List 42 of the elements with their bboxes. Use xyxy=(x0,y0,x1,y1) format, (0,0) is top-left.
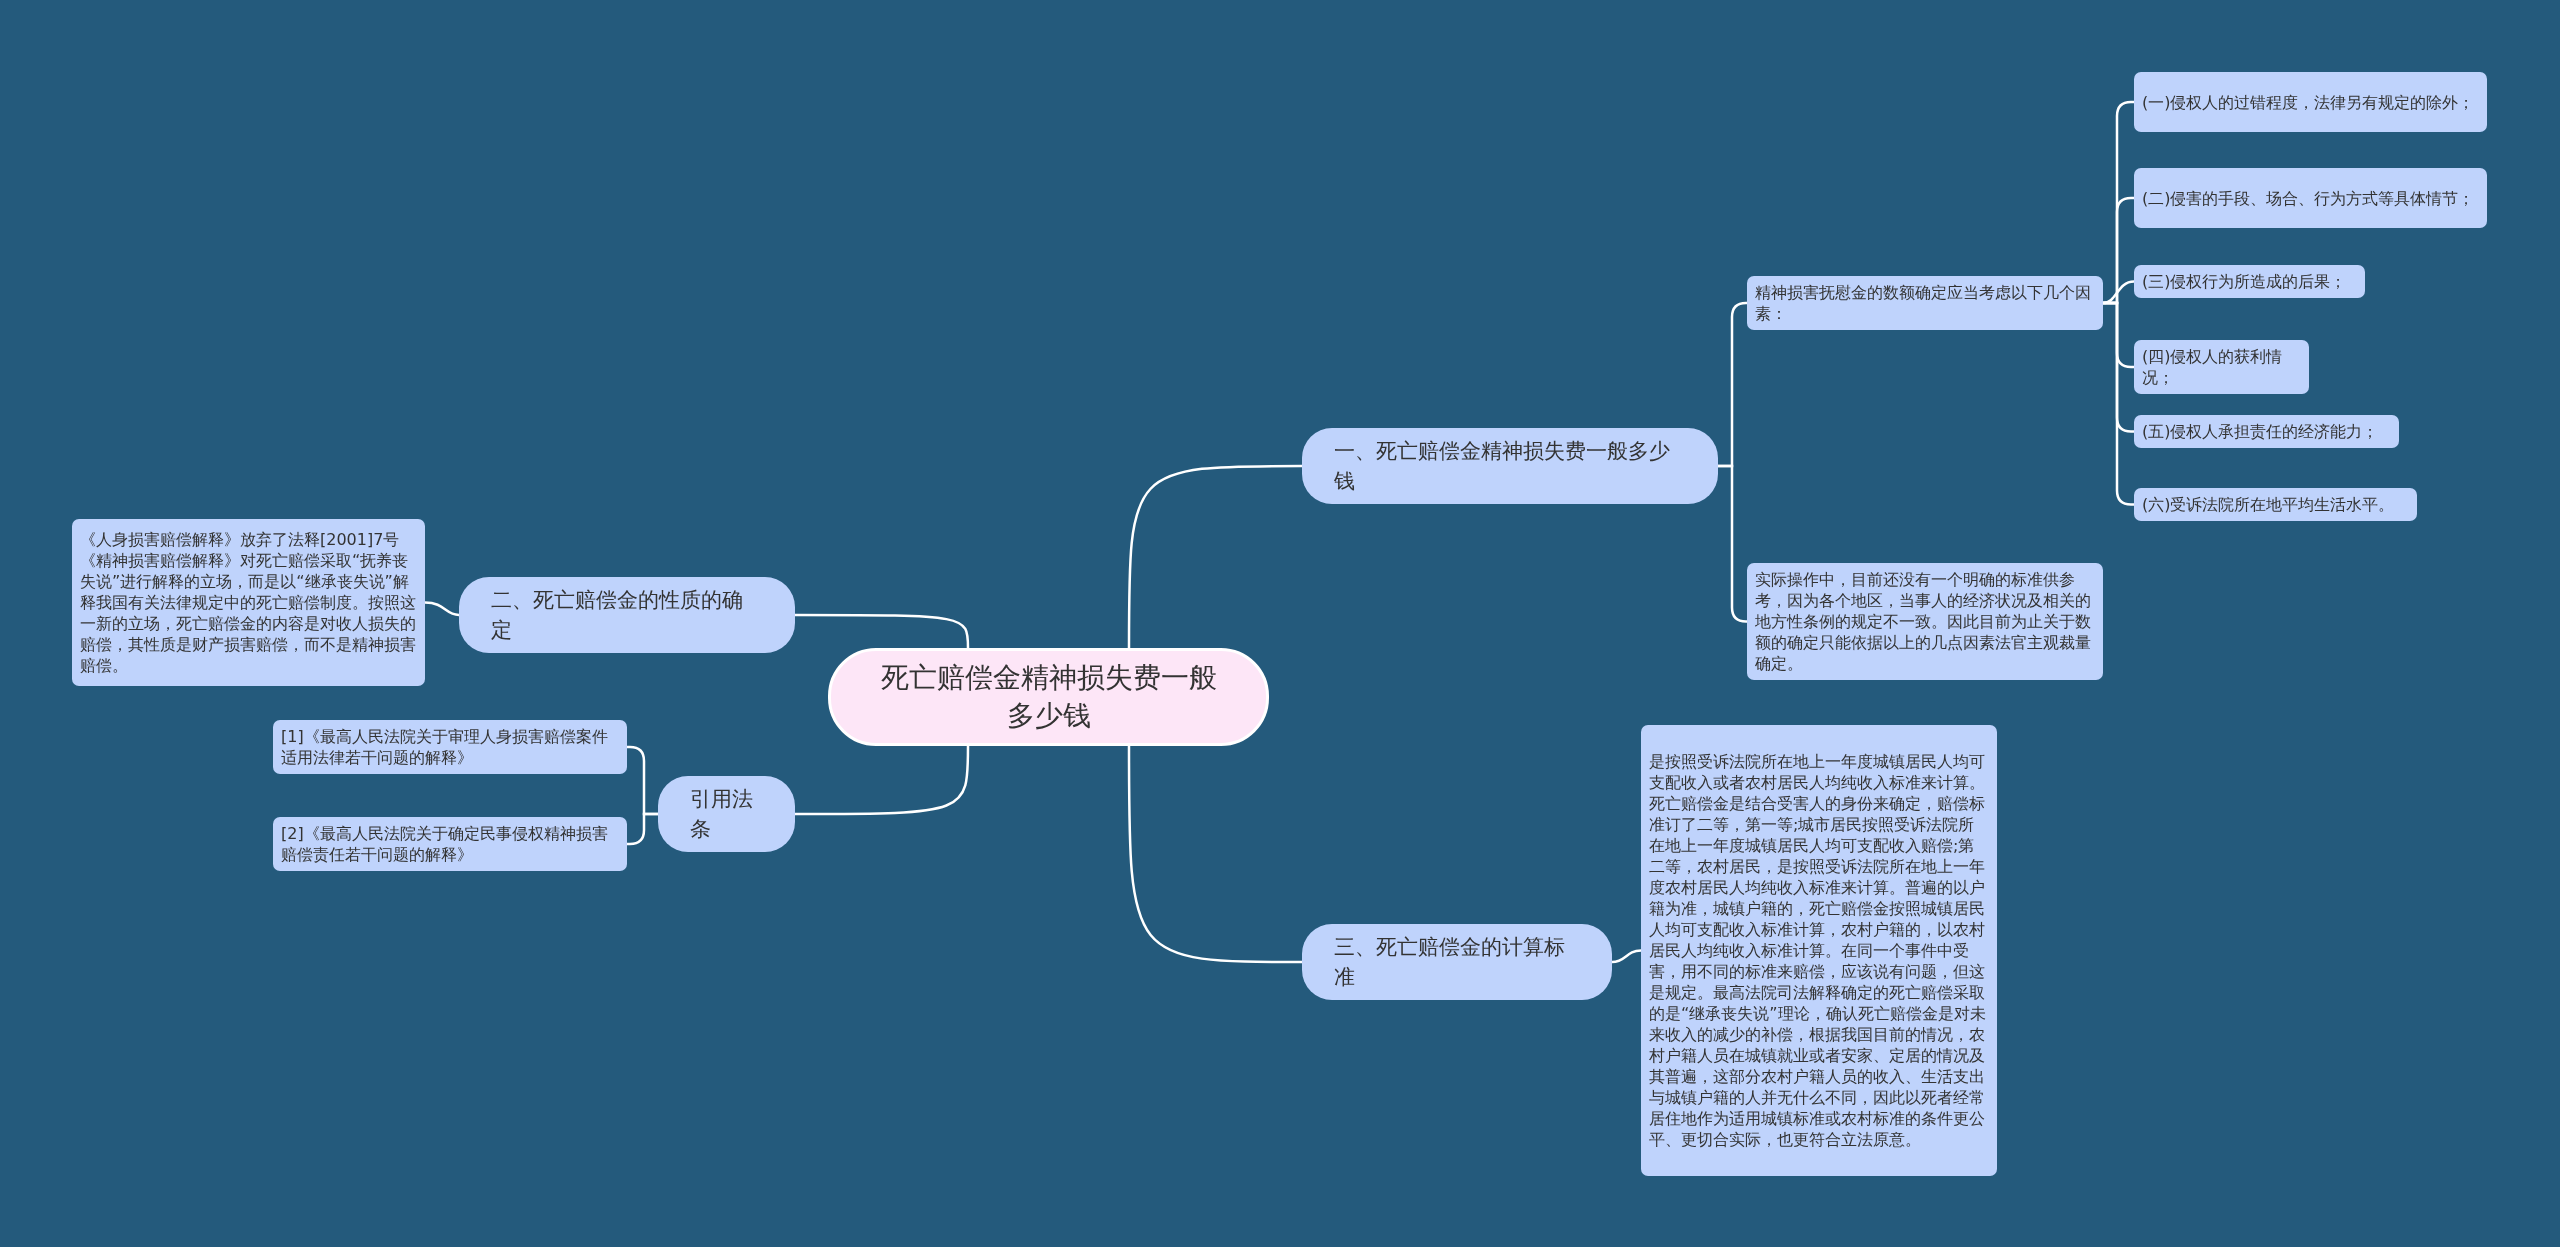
connector-line xyxy=(1611,949,1642,964)
connector-line xyxy=(424,601,460,617)
node-text: [1]《最高人民法院关于审理人身损害赔偿案件适用法律若干问题的解释》 xyxy=(281,726,609,768)
topic-pill xyxy=(1302,924,1612,1000)
note-card xyxy=(1747,276,2103,330)
node-text: [2]《最高人民法院关于确定民事侵权精神损害赔偿责任若干问题的解释》 xyxy=(281,823,609,865)
node-text: 引用法条 xyxy=(690,786,754,843)
connector-line xyxy=(795,746,970,816)
connector-line xyxy=(1127,464,1302,648)
note-card xyxy=(2134,488,2417,521)
note-card xyxy=(72,519,425,686)
connector-line xyxy=(1718,464,1748,623)
note-card xyxy=(1641,725,1997,1176)
node-text: 二、死亡赔偿金的性质的确定 xyxy=(491,587,744,644)
node-text: (六)受诉法院所在地平均生活水平。 xyxy=(2142,494,2395,515)
note-card xyxy=(1747,563,2103,680)
node-text: 精神损害抚慰金的数额确定应当考虑以下几个因素： xyxy=(1755,282,2092,324)
topic-pill xyxy=(658,776,795,852)
topic-pill xyxy=(459,577,795,653)
node-text: (二)侵害的手段、场合、行为方式等具体情节； xyxy=(2142,187,2475,209)
note-card xyxy=(2134,168,2487,228)
node-text: 三、死亡赔偿金的计算标准 xyxy=(1334,934,1566,991)
node-text: 实际操作中，目前还没有一个明确的标准供参考，因为各个地区，当事人的经济状况及相关的地方性条例的规定不一致。因此目前为止关于数额的确定只能依据以上的几点因素法官主观裁量确定。 xyxy=(1755,569,2092,674)
note-card xyxy=(2134,415,2399,448)
node-text: 一、死亡赔偿金精神损失费一般多少钱 xyxy=(1334,438,1671,495)
node-text: (四)侵权人的获利情况； xyxy=(2142,346,2284,388)
connector-line xyxy=(795,613,970,648)
node-text: 是按照受诉法院所在地上一年度城镇居民人均可支配收入或者农村居民人均纯收入标准来计算。死亡赔偿金是结合受害人的身份来确定，赔偿标准订了二等，第一等;城市居民按照受诉法院所在地上一年度城镇居民人均可支配收入赔偿;第二等，农村居民，是按照受诉法院所在地上一年度农村居民人均纯收入标准来计算。普遍的以户籍为准，城镇户籍的，死亡赔偿金按照城镇居民人均可支配收入标准计算，农村户籍的，以农村居民人均纯收入标准计算。在同一个事件中受害，用不同的标准来赔偿，应该说有问题，但这是规定。最高法院司法解释确定的死亡赔偿采取的是“继承丧失说”理论，确认死亡赔偿金是对未来收入的减少的补偿，根据我国目前的情况，农村户籍人员在城镇就业或者安家、定居的情况及其普遍，这部分农村户籍人员的收入、生活支出与城镇户籍的人并无什么不同，因此以死者经常居住地作为适用城镇标准或农村标准的条件更公平、更切合实际，也更符合立法原意。 xyxy=(1649,751,1987,1150)
note-card xyxy=(273,817,627,871)
note-card xyxy=(2134,340,2309,394)
node-text: 《人身损害赔偿解释》放弃了法释[2001]7号《精神损害赔偿解释》对死亡赔偿采取“抚养丧失说”进行解释的立场，而是以“继承丧失说”解释我国有关法律规定中的死亡赔偿制度。按照这一新的立场，死亡赔偿金的内容是对收人损失的赔偿，其性质是财产损害赔偿，而不是精神损害赔偿。 xyxy=(80,529,417,676)
connector-line xyxy=(627,812,658,846)
connector-line xyxy=(1127,746,1302,964)
node-text: (三)侵权行为所造成的后果； xyxy=(2142,271,2347,292)
topic-pill xyxy=(1302,428,1718,504)
node-text: 死亡赔偿金精神损失费一般多少钱 xyxy=(879,660,1218,734)
node-text: (一)侵权人的过错程度，法律另有规定的除外； xyxy=(2142,91,2475,113)
connector-line xyxy=(2102,280,2135,305)
node-text: (五)侵权人承担责任的经济能力； xyxy=(2142,421,2379,442)
note-card xyxy=(2134,72,2487,132)
note-card xyxy=(2134,265,2365,298)
note-card xyxy=(273,720,627,774)
